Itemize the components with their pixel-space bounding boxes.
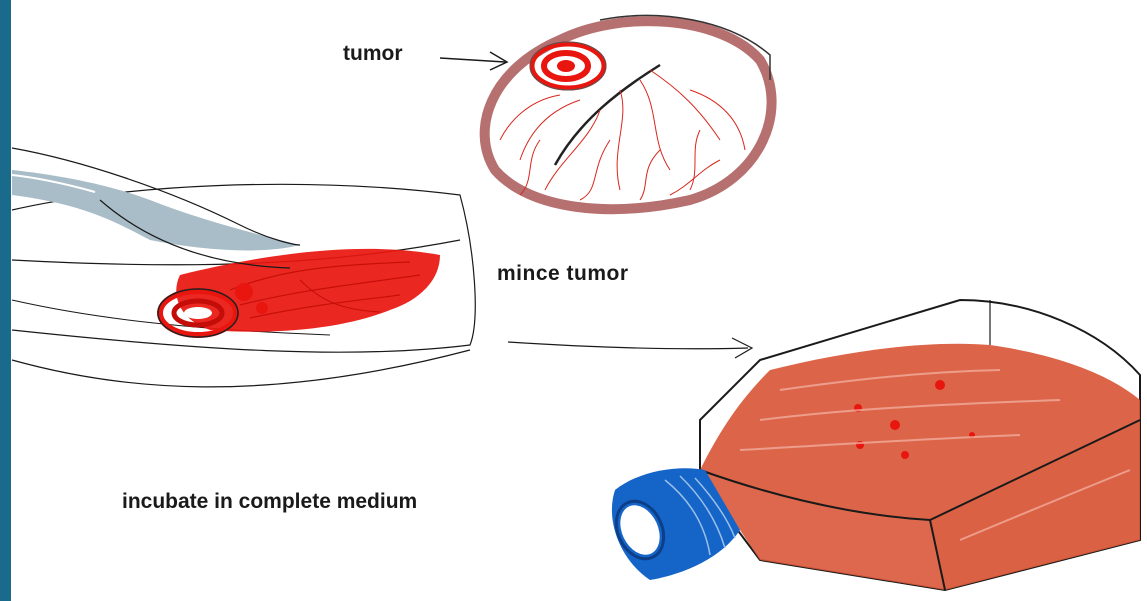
brain-tumor: [530, 42, 606, 90]
culture-flask-icon: [607, 300, 1140, 590]
mince-tumor-label: mince tumor: [497, 262, 629, 286]
scalpel-icon: [12, 148, 300, 268]
arrow-icon: [440, 52, 507, 70]
brain-icon: [485, 15, 772, 209]
incubate-label: incubate in complete medium: [122, 490, 417, 514]
tissue-slab: [12, 184, 475, 387]
tumor-label: tumor: [343, 42, 403, 66]
arrow-icon: [508, 338, 752, 358]
